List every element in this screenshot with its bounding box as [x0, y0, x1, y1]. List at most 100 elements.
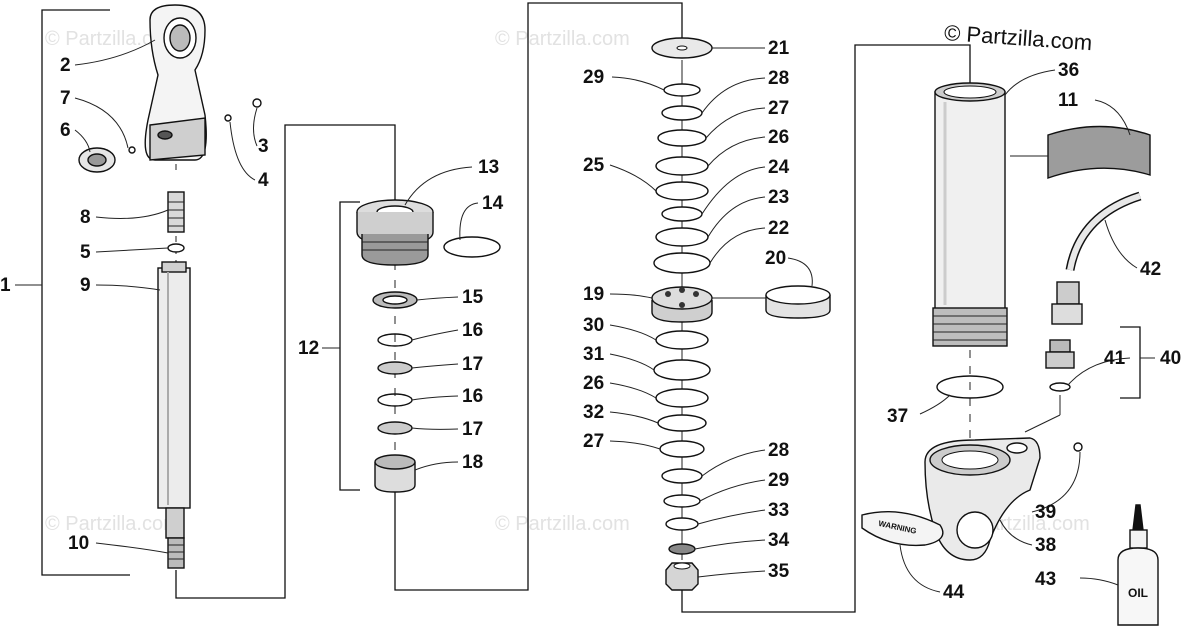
shim-23 — [655, 227, 709, 247]
callout-31: 31 — [583, 344, 605, 365]
stud-8 — [167, 191, 185, 233]
callout-13: 13 — [478, 157, 499, 178]
hose-42 — [1051, 191, 1142, 325]
callout-23: 23 — [768, 187, 789, 208]
callout-17b: 17 — [462, 419, 483, 440]
leader-lines — [74, 39, 1138, 593]
shim-30 — [655, 330, 709, 350]
bracket-group-40 — [1120, 326, 1141, 399]
callout-25: 25 — [583, 155, 605, 176]
group-frames — [15, 2, 1155, 613]
callout-41: 41 — [1104, 348, 1126, 369]
callout-43: 43 — [1035, 569, 1056, 590]
callout-22: 22 — [768, 218, 789, 239]
connector-seal-head-to-piston — [394, 2, 683, 591]
callout-37: 37 — [887, 406, 908, 427]
callout-35: 35 — [768, 561, 790, 582]
callout-33: 33 — [768, 500, 789, 521]
warning-tag-44: WARNING — [861, 511, 944, 547]
shim-28b — [661, 468, 703, 484]
callout-26b: 26 — [583, 373, 604, 394]
callout-1: 1 — [0, 275, 11, 296]
callout-15: 15 — [462, 287, 484, 308]
callout-34: 34 — [768, 530, 790, 551]
callout-21: 21 — [768, 38, 790, 59]
shim-29b — [663, 494, 701, 508]
callout-labels: 1 2 3 4 5 6 7 8 9 10 11 12 13 14 15 16 1… — [0, 38, 1181, 603]
seal-head-13 — [356, 199, 434, 266]
callout-28b: 28 — [768, 440, 789, 461]
copyright-text: © Partzilla.com — [943, 20, 1093, 55]
callout-4: 4 — [258, 170, 269, 191]
shim-27a — [657, 129, 707, 147]
callout-3: 3 — [258, 136, 269, 157]
shim-31 — [653, 359, 711, 381]
callout-24: 24 — [768, 157, 790, 178]
watermark: © Partzilla.com — [45, 513, 180, 535]
callout-10: 10 — [68, 533, 89, 554]
shim-stack — [651, 37, 713, 591]
callout-18: 18 — [462, 452, 483, 473]
bracket-group-1 — [41, 9, 130, 576]
callout-29b: 29 — [768, 470, 789, 491]
band-20 — [765, 285, 831, 319]
connector-piston-to-body — [681, 44, 971, 613]
callout-32: 32 — [583, 402, 604, 423]
shock-body-36 — [932, 82, 1008, 347]
o-ring-14 — [443, 236, 501, 258]
threaded-end-10 — [167, 537, 185, 569]
piston-rod-9 — [157, 261, 191, 539]
shim-27b — [659, 440, 705, 458]
callout-38: 38 — [1035, 535, 1056, 556]
bushing-18 — [374, 454, 416, 493]
o-ring-37 — [936, 375, 1004, 399]
callout-20: 20 — [765, 248, 786, 269]
shim-25 — [655, 181, 709, 201]
washer-5 — [167, 243, 185, 253]
callout-44: 44 — [943, 582, 965, 603]
watermark: © Partzilla.com — [495, 513, 630, 535]
shim-22 — [653, 252, 711, 274]
callout-19: 19 — [583, 284, 604, 305]
callout-2: 2 — [60, 55, 71, 76]
ball-3 — [252, 98, 262, 108]
shim-33 — [665, 517, 699, 531]
shim-28a — [661, 105, 703, 121]
shim-29a — [663, 83, 701, 97]
callout-6: 6 — [60, 120, 71, 141]
oil-bottle-label: OIL — [1128, 586, 1148, 600]
callout-28a: 28 — [768, 68, 789, 89]
shim-26a — [655, 156, 709, 176]
callout-16b: 16 — [462, 386, 483, 407]
washer-34 — [668, 543, 696, 555]
callout-30: 30 — [583, 315, 604, 336]
seal-15 — [372, 291, 418, 309]
callout-11: 11 — [1058, 90, 1079, 111]
reservoir-head-38 — [924, 437, 1041, 561]
callout-39: 39 — [1035, 502, 1056, 523]
bushing-6 — [78, 147, 116, 173]
callout-16a: 16 — [462, 320, 483, 341]
ball-39 — [1073, 442, 1083, 452]
fitting-41 — [1045, 339, 1075, 392]
eyelet-rod-end — [144, 4, 207, 161]
oil-bottle-43: OIL — [1117, 504, 1159, 626]
connector-rod-to-seal-head — [175, 124, 396, 599]
ball-7 — [128, 146, 136, 154]
callout-5: 5 — [80, 242, 91, 263]
callout-42: 42 — [1140, 259, 1161, 280]
callout-27b: 27 — [583, 431, 604, 452]
callout-27a: 27 — [768, 98, 789, 119]
callout-8: 8 — [80, 207, 91, 228]
callout-36: 36 — [1058, 60, 1079, 81]
shim-24 — [661, 206, 703, 222]
bracket-group-12 — [339, 201, 360, 491]
watermark: © Partzilla.com — [495, 28, 630, 50]
callout-40: 40 — [1160, 348, 1181, 369]
callout-17a: 17 — [462, 354, 483, 375]
callout-14: 14 — [482, 193, 504, 214]
callout-9: 9 — [80, 275, 91, 296]
decal-11 — [1047, 125, 1151, 179]
watermarks: © Partzilla.com © Partzilla.com © Partzi… — [45, 28, 1090, 535]
